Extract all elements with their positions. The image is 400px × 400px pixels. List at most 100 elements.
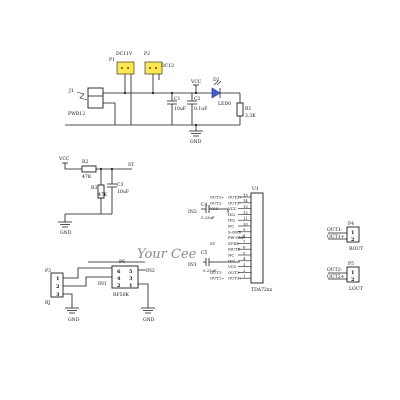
amplifier-pins: 15OUT2+OUT2+14OUT2-OUT2-13VCCVCC12IN211I… (209, 192, 251, 281)
potentiometer-p6-pin-3: 3 (129, 276, 133, 282)
connector-p4-body (346, 226, 360, 243)
connector-p5-net-2: OUT2+ (327, 274, 345, 280)
led-d2-ref: D2 (213, 77, 220, 83)
capacitor-c2-value: 0.1uF (194, 106, 207, 112)
connector-p5-body (346, 266, 360, 283)
connector-p2-ref: P2 (144, 51, 150, 57)
amplifier-pin-12-number: 12 (243, 210, 248, 215)
resistor-r2 (81, 165, 97, 173)
amplifier-u1-body (250, 192, 264, 284)
amplifier-pin-4-number: 4 (243, 256, 246, 261)
capacitor-c1 (167, 93, 177, 125)
net-in1-label: IN1 (188, 262, 197, 268)
amplifier-pin-9-number: 9 (243, 227, 246, 232)
amplifier-pin-14-net: OUT2- (210, 200, 223, 205)
amplifier-pin-3-number: 3 (243, 262, 246, 267)
potentiometer-p6-pin-5: 5 (129, 269, 133, 275)
connector-p5-pin-2: 2 (351, 277, 355, 283)
vcc-label: VCC (58, 156, 70, 162)
jack-j1-body (87, 87, 104, 109)
connector-p1-pin-2 (127, 67, 129, 69)
connector-p4-wires (328, 232, 347, 240)
amplifier-pin-13-number: 13 (243, 204, 248, 209)
amplifier-pin-12-name: IN2 (228, 212, 236, 217)
connector-p5-name: LOUT (349, 286, 364, 292)
connector-p3-pin-1: 1 (56, 276, 59, 282)
ground-label: GND (60, 230, 72, 236)
potentiometer-p6-name: RF50K (113, 292, 129, 298)
resistor-r3-value: 47K (98, 192, 108, 198)
vcc-label: VCC (190, 79, 202, 85)
watermark: Your Cee (137, 247, 197, 262)
capacitor-c4 (201, 208, 229, 213)
capacitor-c1-ref: C1 (174, 96, 181, 102)
connector-p1-body (116, 61, 135, 75)
amplifier-pin-2-name: OUT1- (228, 270, 241, 275)
power-section: P1 DC11V P2 DC12 J1 PWR12 C1 10uF C2 0.1… (65, 51, 256, 145)
net-in1-label: IN1 (98, 281, 107, 287)
connector-p2-pin-1 (149, 67, 151, 69)
capacitor-c3 (107, 169, 117, 214)
amplifier-pin-6-number: 6 (243, 245, 246, 250)
amplifier-pin-11-name: IN2 (228, 218, 236, 223)
capacitor-c5-plates (205, 258, 210, 266)
amplifier-pin-2-number: 2 (243, 268, 246, 273)
potentiometer-p6-pin-4: 4 (117, 276, 121, 282)
standby-wire (62, 162, 132, 170)
connector-p4-ref: P4 (348, 221, 354, 227)
amplifier-pin-8-number: 8 (243, 233, 246, 238)
amplifier-u1-ref: U1 (252, 186, 259, 192)
net-in2-label: IN2 (188, 209, 197, 215)
connector-p4-name: ROUT (349, 246, 364, 252)
junction (151, 91, 155, 95)
connector-p5-pin-1: 1 (351, 270, 354, 276)
potentiometer-wires (88, 261, 155, 314)
connector-p2-name: DC12 (161, 63, 174, 69)
capacitor-c2 (187, 93, 197, 125)
junction (123, 91, 127, 95)
capacitor-c5-value: 0.22uF (203, 268, 217, 273)
ground-left-label: GND (68, 317, 80, 323)
capacitor-c3-value: 10uF (117, 189, 129, 195)
led-d2-light-rays (213, 80, 222, 86)
potentiometer-p6-body (111, 265, 139, 289)
connector-p5-net-1: OUT2- (327, 267, 343, 273)
connector-p2-body (144, 61, 163, 75)
resistor-r2-value: 47K (82, 174, 92, 180)
resistor-r1-ref: R1 (245, 106, 251, 112)
potentiometer-p6-pin-1: 1 (129, 283, 132, 289)
connector-p3-ref: P3 (45, 268, 51, 274)
amplifier-pin-13-name: VCC (227, 206, 237, 211)
connector-p4-pin-1: 1 (351, 230, 354, 236)
input-wires (63, 267, 112, 314)
amplifier-pin-15-number: 15 (243, 192, 248, 197)
power-rail-wire (103, 74, 240, 94)
amplifier-pin-15-name: OUT2+ (228, 195, 242, 200)
connector-p1-pin-1 (121, 67, 123, 69)
standby-section: VCC R2 47K ST R3 47K C3 10uF GND (58, 156, 135, 236)
capacitor-c2-ref: C2 (194, 96, 201, 102)
input-section: 1 2 3 P3 RJ GND 6 5 4 3 2 1 P6 RF50K IN1… (45, 259, 155, 323)
amplifier-pin-15-net: OUT2+ (210, 195, 224, 200)
amplifier-pin-3-name: VCC (227, 264, 237, 269)
resistor-r1 (236, 102, 244, 117)
ground-symbol (58, 213, 101, 228)
connector-p5-wires (328, 272, 347, 280)
amplifier-pin-10-name: NC (228, 224, 234, 229)
connector-p4-pin-2: 2 (351, 237, 355, 243)
connector-p2-pin-2 (155, 67, 157, 69)
amplifier-pin-9-name: S-GND (228, 229, 241, 234)
capacitor-c4-plates (205, 205, 210, 213)
ground-label: GND (190, 139, 202, 145)
jack-j1-contact (76, 91, 88, 101)
capacitor-c3-ref: C3 (117, 182, 124, 188)
vcc-flag (193, 84, 199, 93)
amplifier-pin-1-number: 1 (243, 274, 245, 279)
amplifier-section: U1 TDA72xx 15OUT2+OUT2+14OUT2-OUT2-13VCC… (188, 186, 273, 293)
ground-right-label: GND (143, 317, 155, 323)
amplifier-pin-10-number: 10 (243, 221, 248, 226)
resistor-r3 (97, 184, 105, 199)
ground-symbol (189, 125, 203, 137)
connector-p3-pin-2: 2 (56, 284, 60, 290)
led-d2-symbol (211, 87, 221, 99)
